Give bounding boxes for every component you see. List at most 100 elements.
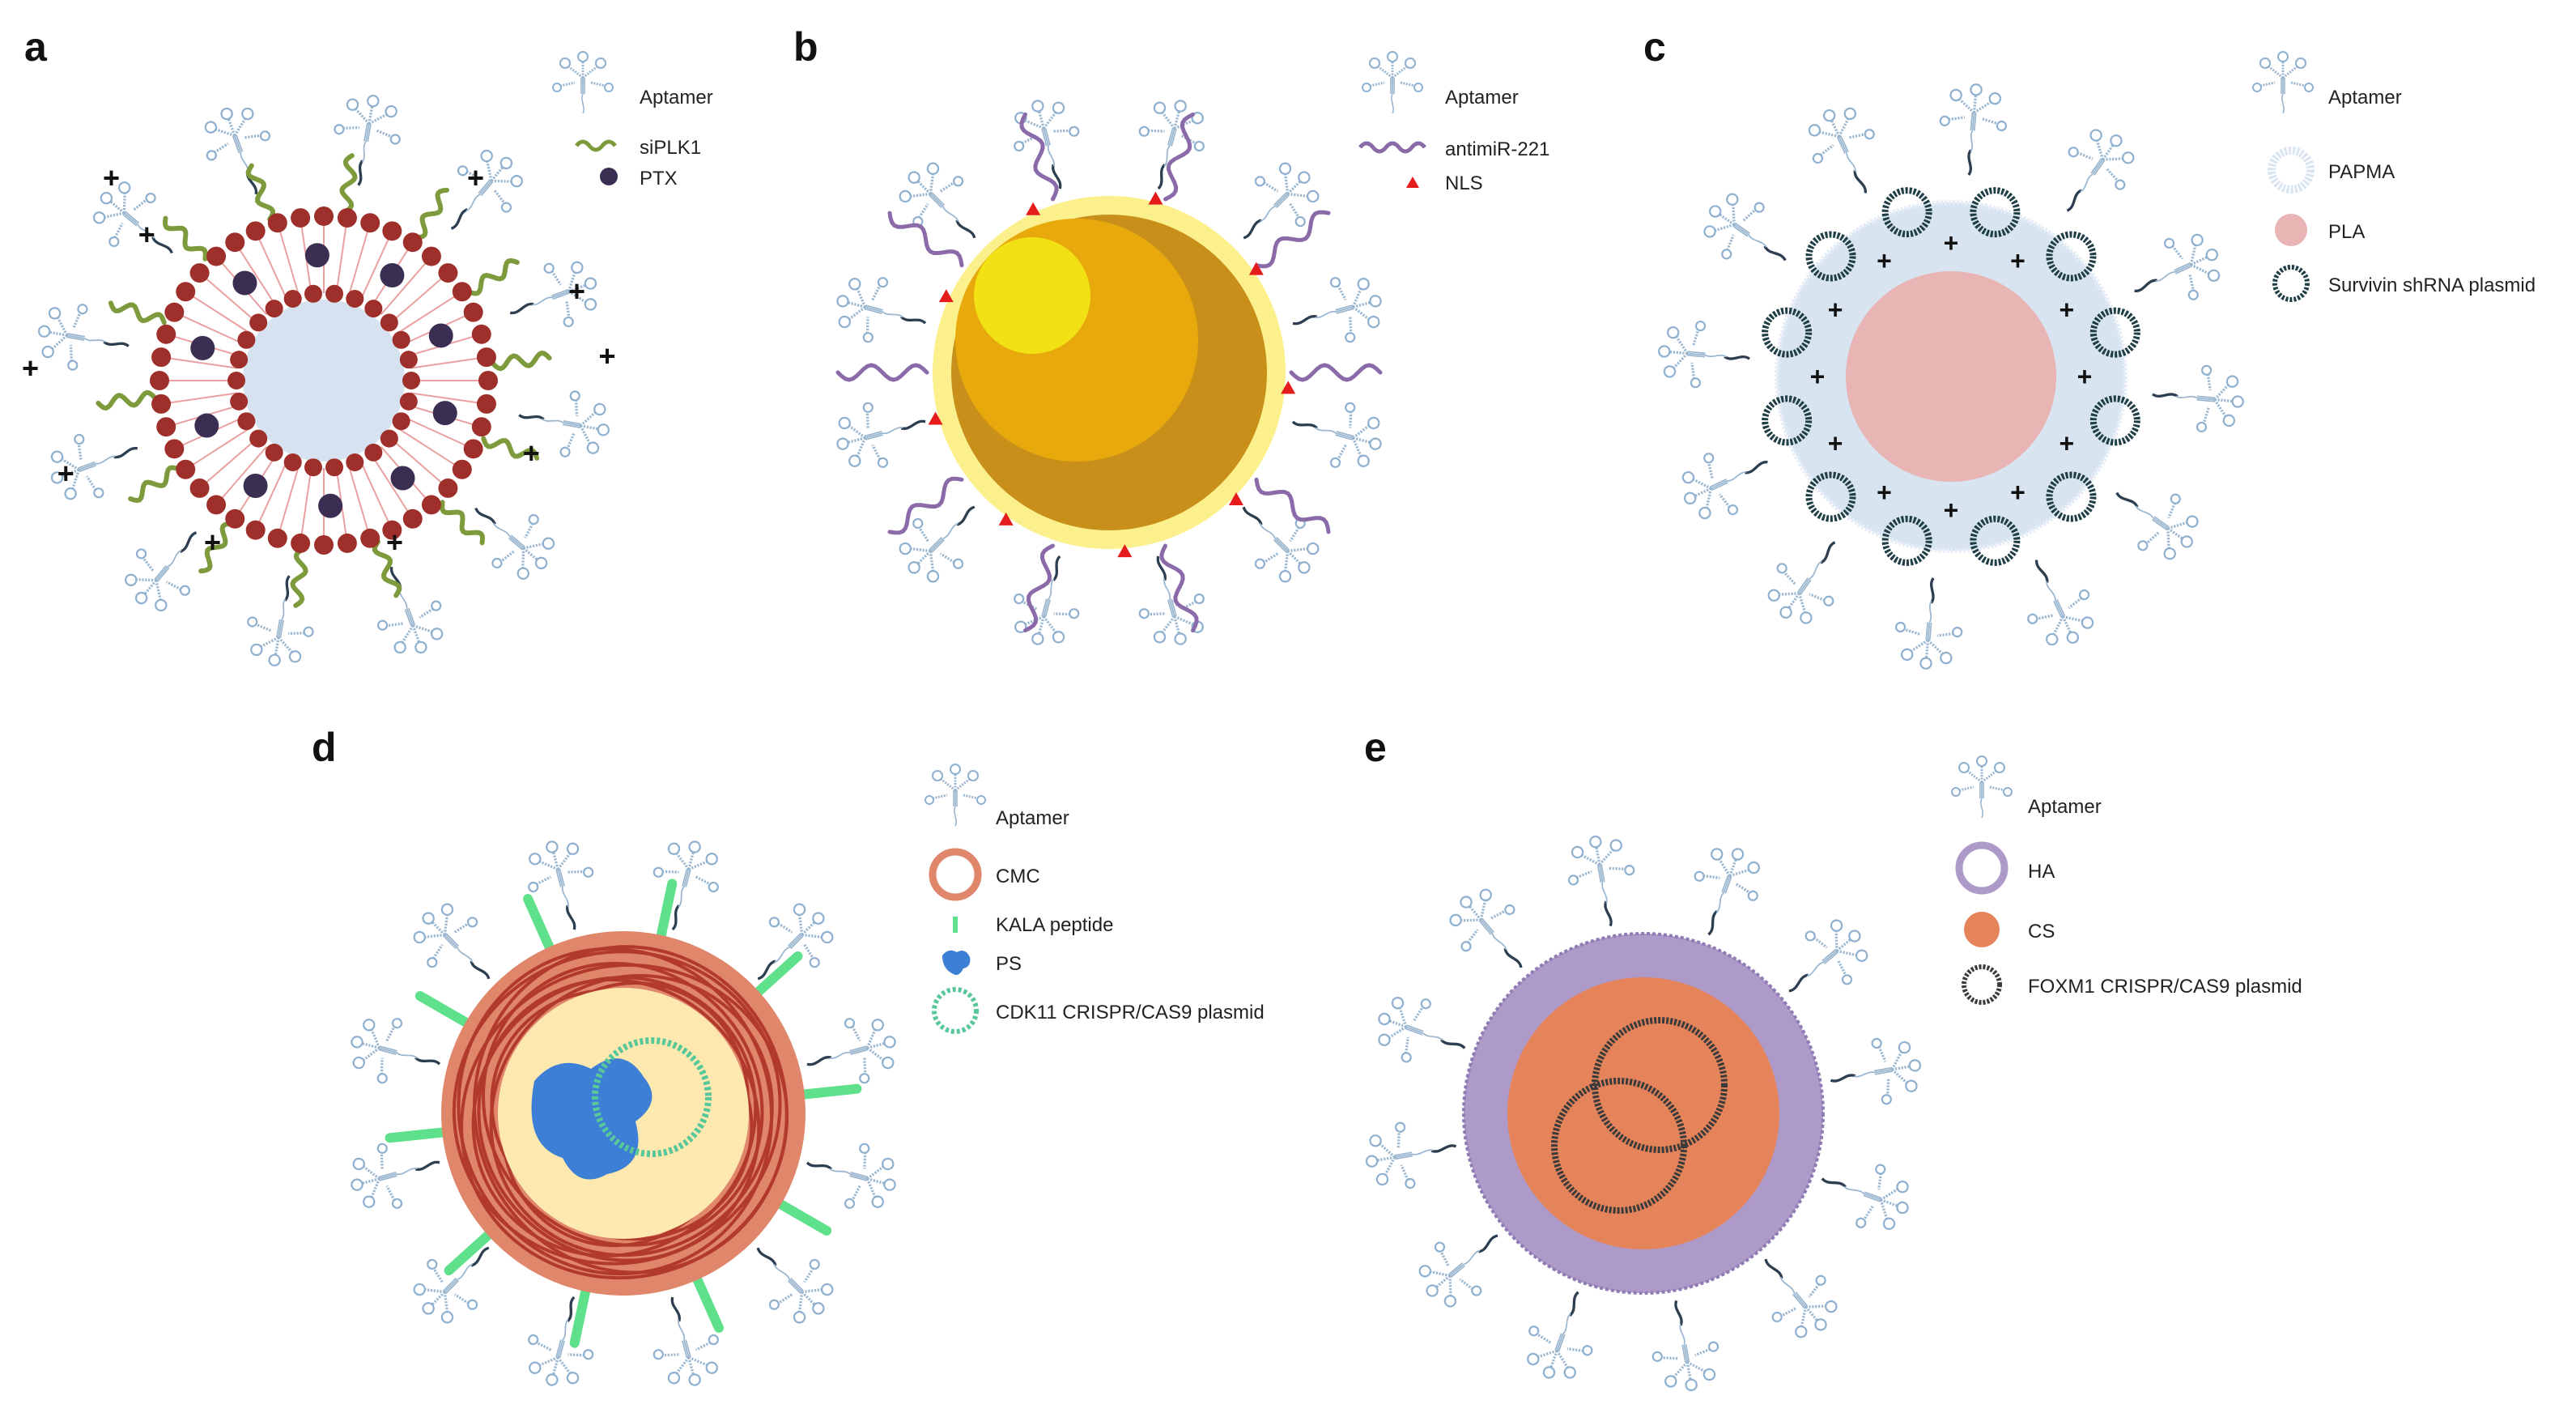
aptamer-strand: [519, 249, 609, 338]
sirna-strand: [339, 153, 358, 215]
lipid-tail: [190, 294, 251, 334]
survivin-plasmid: [1970, 515, 2021, 566]
nls-peptide: [1228, 491, 1243, 505]
aptamer-icon: [886, 149, 984, 247]
survivin-plasmid: [1762, 395, 1813, 446]
aptamer-shape: [1753, 1254, 1851, 1351]
sirna-strand: [372, 539, 402, 598]
aptamer-shape: [470, 496, 568, 594]
sirna-strand: [96, 389, 157, 411]
lipid-head-inner: [237, 412, 256, 431]
cs-core: [1507, 977, 1779, 1249]
aptamer-shape: [1435, 875, 1533, 972]
lipid-head-outer: [206, 495, 227, 515]
kala-peptide: [654, 879, 678, 948]
aptamer-linker: [564, 1295, 577, 1323]
aptamer-icon: [827, 266, 928, 351]
aptamer-icon: [367, 564, 456, 666]
charge-plus: +: [2060, 429, 2075, 458]
aptamer-shape: [342, 1135, 427, 1219]
lipid-head-outer: [151, 394, 172, 414]
aptamer-shape: [32, 296, 113, 377]
lipid-head-outer: [382, 520, 402, 540]
sirna-strand: [290, 547, 308, 608]
kala-icon: [953, 917, 958, 933]
survivin-plasmid: [1970, 187, 2021, 238]
aptamer-strand: [192, 96, 281, 185]
pla-icon: [2275, 214, 2307, 246]
lipid-head-inner: [283, 453, 302, 471]
aptamer-linker: [954, 218, 977, 240]
charge-plus: +: [2060, 296, 2075, 325]
aptamer-icon: [342, 1135, 442, 1219]
lipid-tail: [397, 294, 457, 334]
aptamer-shape: [819, 1135, 905, 1219]
lipid-tail: [257, 236, 289, 302]
aptamer-linker: [1502, 946, 1524, 970]
lipid-head-inner: [237, 330, 256, 349]
aptamer-icon: [517, 832, 601, 932]
lipid-head-outer: [452, 459, 472, 479]
aptamer-strand: [2051, 116, 2148, 212]
nls-peptide: [998, 512, 1014, 526]
nls-peptide: [1026, 202, 1041, 215]
aptamer-strand: [470, 496, 568, 594]
aptamer-shape: [1754, 541, 1851, 637]
aptamer-strand: [2140, 221, 2233, 313]
charge-plus: +: [138, 218, 155, 251]
sirna-strand: [128, 465, 181, 504]
lipid-head-outer: [164, 302, 185, 322]
aptamer-linker: [517, 411, 546, 423]
panel-letter-a: a: [24, 24, 48, 70]
aptamer-linker: [670, 904, 682, 932]
lipid-head-inner: [325, 458, 344, 477]
aptamer-shape: [1846, 1030, 1928, 1110]
aptamer-linker: [1817, 540, 1838, 565]
lipid-head-outer: [452, 282, 472, 302]
aptamer-icon: [645, 832, 729, 932]
gold-highlight: [974, 237, 1090, 354]
aptamer-icon: [1891, 577, 1966, 673]
aptamer-linker: [805, 1160, 833, 1172]
lipid-tail: [203, 436, 259, 485]
sirna-strand: [245, 163, 275, 222]
lipid-head-outer: [476, 394, 496, 414]
aptamer-icon: [1290, 266, 1391, 351]
aptamer-icon: [645, 1295, 729, 1395]
aptamer-linker: [1566, 1290, 1582, 1318]
lipid-head-outer: [421, 495, 441, 515]
legend-b-nls: NLS: [1445, 172, 1483, 194]
aptamer-linker: [508, 301, 536, 316]
lipid-head-inner: [392, 412, 410, 431]
lipid-head-outer: [476, 347, 496, 368]
lipid-head-outer: [206, 246, 227, 266]
aptamer-strand: [39, 423, 129, 513]
aptamer-shape: [1515, 1301, 1603, 1390]
lipid-head-outer: [360, 528, 380, 548]
aptamer-shape: [1690, 180, 1787, 276]
charge-plus: +: [103, 161, 120, 194]
aptamer-icon: [1647, 1299, 1727, 1398]
aptamer-strand: [1831, 1154, 1920, 1242]
legend-b-aptamer: Aptamer: [1445, 87, 1519, 109]
lipid-head-outer: [337, 533, 357, 553]
lipid-tail: [257, 459, 289, 525]
aptamer-linker: [414, 1160, 442, 1172]
aptamer-icon: [2115, 477, 2212, 573]
aptamer-icon: [1684, 836, 1772, 937]
aptamer-strand: [342, 1007, 427, 1091]
aptamer-icon: [1131, 554, 1215, 654]
kala-peptide: [569, 1279, 593, 1348]
aptamer-strand: [1936, 80, 2011, 156]
lipid-head-inner: [265, 443, 283, 462]
aptamer-shape: [39, 423, 129, 513]
aptamer-strand: [1405, 1223, 1503, 1321]
aptamer-shape: [1796, 95, 1887, 188]
foxm1-plasmid-icon: [1962, 964, 2002, 1005]
lipid-head-inner: [283, 290, 302, 309]
aptamer-icon: [1950, 755, 2013, 819]
lipid-head-outer: [267, 528, 287, 548]
aptamer-strand: [645, 832, 729, 917]
aptamer-strand: [827, 266, 913, 351]
aptamer-linker: [177, 530, 199, 555]
